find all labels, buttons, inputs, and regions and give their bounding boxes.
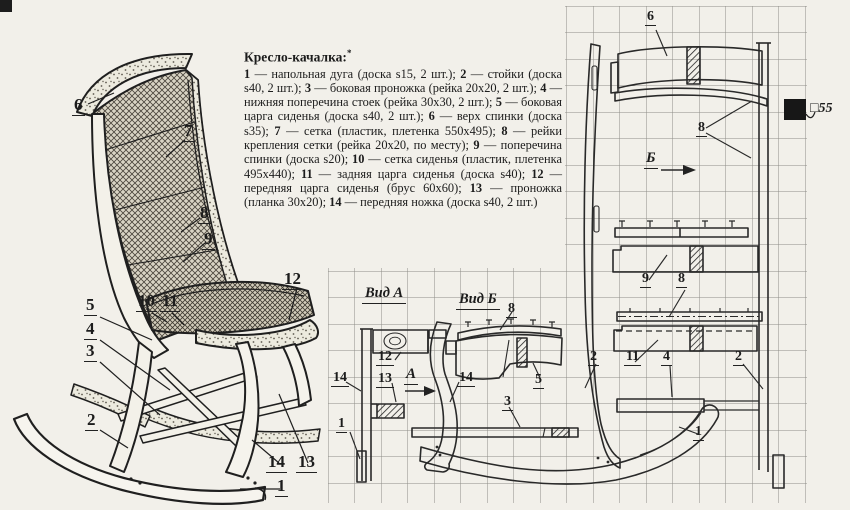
callout-10: 10: [136, 291, 157, 312]
callout-5: 5: [84, 295, 97, 316]
view-b-label: Вид Б: [456, 291, 500, 310]
callout-fv-1: 1: [693, 424, 704, 441]
callout-fv-8b: 8: [676, 271, 687, 288]
callout-12: 12: [282, 269, 303, 290]
direction-arrow-a: [405, 386, 436, 396]
callout-fv-11: 11: [624, 349, 642, 366]
callout-8: 8: [198, 203, 211, 224]
callout-fv-2b: 2: [733, 349, 744, 366]
callout-9: 9: [202, 229, 215, 250]
callout-7: 7: [182, 121, 195, 142]
callout-sv-1: 1: [336, 416, 347, 433]
callout-1: 1: [275, 476, 288, 497]
scan-corner-mark: [0, 0, 12, 12]
callout-fv-8: 8: [696, 120, 707, 137]
grid-paper: [328, 6, 807, 503]
callout-sv-3: 3: [502, 394, 513, 411]
parts-list-text: 1 — напольная дуга (доска s15, 2 шт.); 2…: [244, 66, 563, 210]
footnote-mark: *: [346, 48, 352, 58]
callout-6: 6: [72, 95, 85, 116]
callout-fv-4: 4: [661, 349, 672, 366]
callout-4: 4: [84, 319, 97, 340]
callout-3: 3: [84, 341, 97, 362]
leader-lines-tech: [345, 29, 764, 460]
callout-sv-12: 12: [376, 349, 394, 366]
callout-11: 11: [160, 291, 181, 312]
callout-sv-14b: 14: [457, 370, 475, 387]
chair-illustration: [12, 52, 321, 505]
view-a-label: Вид А: [362, 285, 407, 304]
callout-sv-14: 14: [331, 370, 349, 387]
side-view-drawing: [356, 165, 720, 485]
callout-fv-6: 6: [645, 9, 656, 26]
parts-list: Кресло-качалка:* 1 — напольная дуга (дос…: [244, 46, 562, 209]
callout-sv-13: 13: [376, 371, 394, 388]
callout-fv-9: 9: [640, 271, 651, 288]
front-view-drawing: [583, 42, 785, 489]
view-b-direction-letter: Б: [644, 150, 658, 169]
view-a-direction-letter: А: [404, 366, 419, 385]
parts-list-title: Кресло-качалка:*: [244, 48, 352, 65]
callout-sv-5: 5: [533, 372, 544, 389]
callout-fv-2: 2: [588, 349, 599, 366]
direction-arrow-b: [661, 165, 696, 175]
callout-2: 2: [85, 410, 98, 431]
leader-lines-illustration: [87, 92, 309, 490]
callout-sv-8: 8: [506, 301, 517, 318]
scale-square: [784, 99, 816, 120]
callout-14: 14: [266, 452, 287, 473]
grid-scale-label: □55: [810, 101, 833, 116]
callout-13: 13: [296, 452, 317, 473]
